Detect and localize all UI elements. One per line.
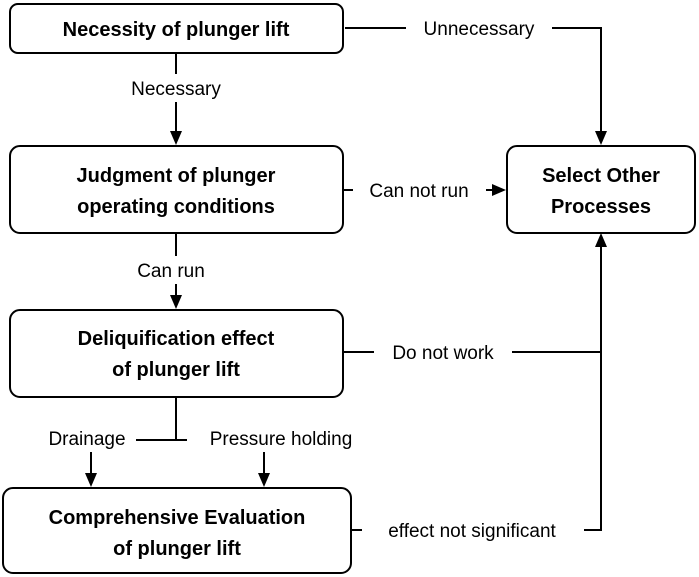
edge-label-necessary: Necessary (131, 79, 221, 100)
edge-effect-not-significant-line (351, 247, 602, 531)
node-judgment-text-line1: Judgment of plunger (77, 165, 276, 187)
node-judgment-text-line2: operating conditions (77, 196, 275, 218)
arrowhead-drainage (85, 473, 97, 487)
edge-label-effect-not-significant: effect not significant (388, 521, 556, 542)
arrowhead-to-other-bottom (595, 233, 607, 247)
edge-label-bg-can-run (126, 256, 216, 284)
node-deliquification-text-line1: Deliquification effect (78, 328, 275, 350)
edge-label-do-not-work: Do not work (392, 343, 494, 364)
edge-label-can-run: Can run (137, 261, 205, 282)
node-deliquification-box (9, 309, 344, 398)
node-select-other-text-line2: Processes (551, 196, 651, 218)
node-deliquification-text-line2: of plunger lift (112, 359, 240, 381)
edge-label-unnecessary: Unnecessary (424, 19, 535, 40)
node-select-other-text-line1: Select Other (542, 165, 660, 187)
arrowhead-pressure-holding (258, 473, 270, 487)
edge-label-pressure-holding: Pressure holding (210, 429, 353, 450)
arrowhead-can-not-run (492, 184, 506, 196)
arrowhead-to-judgment (170, 131, 182, 145)
arrowhead-unnecessary (595, 131, 607, 145)
node-evaluation-text-line2: of plunger lift (113, 538, 241, 560)
edge-label-bg-drainage (38, 426, 136, 452)
edge-label-drainage: Drainage (48, 429, 125, 450)
node-necessity-box (9, 3, 344, 54)
node-necessity-text: Necessity of plunger lift (63, 19, 290, 41)
edge-label-bg-effect-not-significant (362, 516, 584, 544)
node-evaluation-text-line1: Comprehensive Evaluation (49, 507, 306, 529)
edge-label-bg-pressure-holding (187, 426, 375, 452)
node-select-other-box (506, 145, 696, 234)
edge-label-bg-unnecessary (406, 15, 552, 43)
node-evaluation-box (2, 487, 352, 574)
edge-label-can-not-run: Can not run (369, 181, 468, 202)
node-judgment-box (9, 145, 344, 234)
edge-label-bg-necessary (118, 74, 235, 102)
edge-label-bg-can-not-run (353, 176, 486, 204)
edge-unnecessary-line (345, 27, 602, 132)
arrowhead-to-deliquification (170, 295, 182, 309)
edge-label-bg-do-not-work (374, 338, 512, 366)
